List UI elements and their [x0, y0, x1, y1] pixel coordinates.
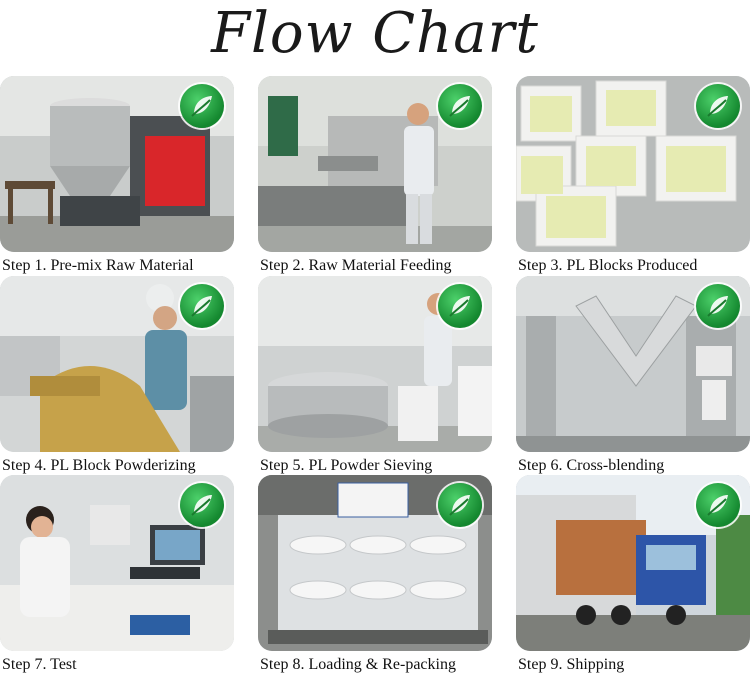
worker-feeding-photo — [258, 76, 492, 252]
blocks-photo — [516, 76, 750, 252]
green-leaf-logo-icon — [696, 284, 740, 328]
powderizer-photo — [0, 276, 234, 452]
green-leaf-logo-icon — [438, 84, 482, 128]
step-caption: Step 3. PL Blocks Produced — [518, 257, 698, 274]
green-leaf-logo-icon — [438, 483, 482, 527]
green-leaf-logo-icon — [438, 284, 482, 328]
page-title: Flow Chart — [211, 1, 539, 66]
truck-photo — [516, 475, 750, 651]
step-caption: Step 7. Test — [2, 656, 77, 673]
v-blender-photo — [516, 276, 750, 452]
step-caption: Step 5. PL Powder Sieving — [260, 457, 433, 474]
step-caption: Step 9. Shipping — [518, 656, 625, 673]
green-leaf-logo-icon — [180, 284, 224, 328]
sieve-photo — [258, 276, 492, 452]
lab-test-photo — [0, 475, 234, 651]
pallet-buckets-photo — [258, 475, 492, 651]
green-leaf-logo-icon — [696, 483, 740, 527]
step-caption: Step 1. Pre-mix Raw Material — [2, 257, 194, 274]
step-caption: Step 8. Loading & Re-packing — [260, 656, 456, 673]
green-leaf-logo-icon — [180, 483, 224, 527]
green-leaf-logo-icon — [696, 84, 740, 128]
mixing-machine-photo — [0, 76, 234, 252]
green-leaf-logo-icon — [180, 84, 224, 128]
step-caption: Step 4. PL Block Powderizing — [2, 457, 196, 474]
step-caption: Step 6. Cross-blending — [518, 457, 665, 474]
step-caption: Step 2. Raw Material Feeding — [260, 257, 452, 274]
